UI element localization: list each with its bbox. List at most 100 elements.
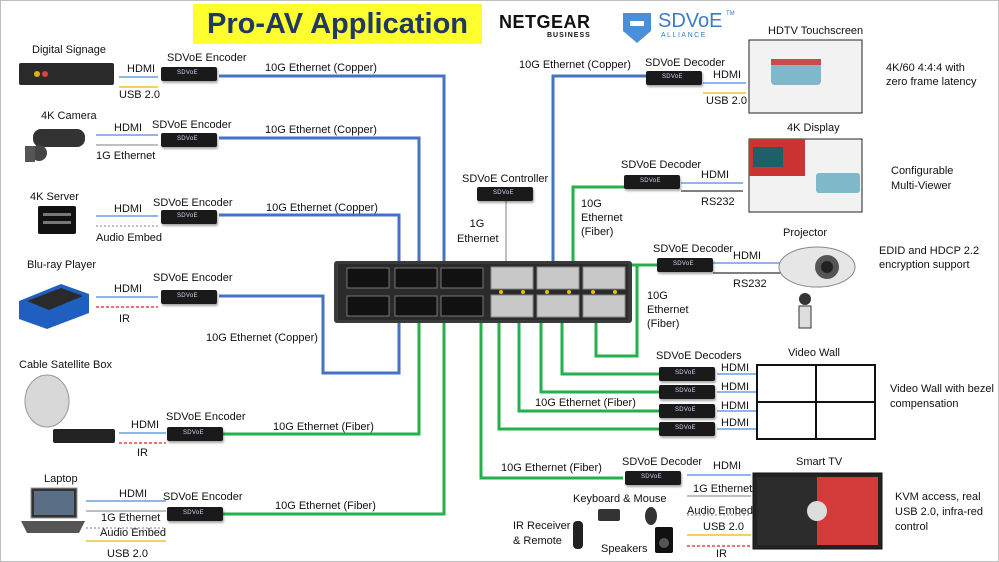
keyboard-mouse-label: Keyboard & Mouse — [573, 493, 667, 505]
uplink-label: 10G Ethernet (Copper) — [206, 332, 318, 344]
decoder-device — [657, 258, 713, 272]
link-usb: USB 2.0 — [107, 548, 148, 560]
uplink-videowall-2 — [539, 319, 659, 394]
output-name-4k-display: 4K Display — [787, 122, 840, 134]
encoder-device — [161, 210, 217, 224]
uplink-digital-signage — [219, 74, 446, 266]
uplink-label: 10G Ethernet (Fiber) — [581, 198, 623, 238]
link-audio: Audio Embed — [687, 505, 754, 517]
sdvoe-logo-tm: TM — [726, 11, 735, 17]
link-hdmi: HDMI — [131, 419, 160, 431]
peripheral-images — [573, 507, 673, 553]
uplink-label: 10G Ethernet (Copper) — [265, 62, 377, 74]
link-usb: USB 2.0 — [119, 89, 160, 101]
decoder-label: SDVoE Decoder — [653, 243, 734, 255]
decoder-device — [646, 71, 702, 85]
output-note: KVM access, real USB 2.0, infra-red cont… — [895, 491, 984, 533]
source-name-digital-signage: Digital Signage — [32, 44, 106, 56]
link-usb: USB 2.0 — [703, 521, 744, 533]
sdvoe-logo: SDVoE — [658, 10, 723, 32]
link-hdmi: HDMI — [721, 400, 750, 412]
link-hdmi: HDMI — [114, 122, 143, 134]
uplink-label: 10G Ethernet (Fiber) — [535, 397, 636, 409]
link-hdmi: HDMI — [733, 250, 762, 262]
uplink-videowall-3 — [517, 319, 659, 413]
uplink-projector — [594, 265, 639, 358]
output-name-smart-tv: Smart TV — [796, 456, 843, 468]
uplink-laptop — [223, 319, 446, 516]
source-name-4k-server: 4K Server — [30, 191, 79, 203]
uplink-cable-box — [223, 319, 421, 436]
decoder-label: SDVoE Decoder — [621, 159, 702, 171]
output-note: Video Wall with bezel compensation — [890, 383, 994, 410]
sdvoe-logo-sub: ALLIANCE — [661, 32, 707, 39]
encoder-device — [161, 133, 217, 147]
output-name-hdtv: HDTV Touchscreen — [768, 25, 864, 37]
link-usb: USB 2.0 — [706, 95, 747, 107]
ir-receiver-label: IR Receiver & Remote — [513, 520, 571, 547]
page-title: Pro-AV Application — [193, 4, 482, 44]
controller-link: 1G Ethernet — [457, 218, 499, 245]
encoder-label: SDVoE Encoder — [167, 52, 247, 64]
link-rs232: RS232 — [733, 278, 767, 290]
source-name-cable-box: Cable Satellite Box — [19, 359, 112, 371]
link-hdmi: HDMI — [713, 69, 742, 81]
decoder-device — [659, 404, 715, 418]
output-note: 4K/60 4:4:4 with zero frame latency — [886, 62, 977, 88]
link-hdmi: HDMI — [721, 417, 750, 429]
decoder-device — [624, 175, 680, 189]
decoder-device — [659, 422, 715, 436]
decoder-label: SDVoE Decoders — [656, 350, 742, 362]
uplink-label: 10G Ethernet (Fiber) — [501, 462, 602, 474]
link-1g: 1G Ethernet — [693, 483, 753, 495]
uplink-label: 10G Ethernet (Fiber) — [647, 290, 689, 330]
netgear-logo: NETGEAR — [499, 12, 591, 32]
link-hdmi: HDMI — [713, 460, 742, 472]
decoder-label: SDVoE Decoder — [645, 57, 726, 69]
decoder-device — [659, 367, 715, 381]
uplink-videowall-4 — [497, 319, 659, 431]
link-1g: 1G Ethernet — [96, 150, 156, 162]
speakers-label: Speakers — [601, 543, 648, 555]
encoder-label: SDVoE Encoder — [152, 119, 232, 131]
uplink-hdtv — [551, 74, 647, 266]
link-hdmi: HDMI — [114, 283, 143, 295]
output-device-images — [748, 39, 883, 550]
output-name-projector: Projector — [783, 227, 828, 239]
link-hdmi: HDMI — [127, 63, 156, 75]
link-rs232: RS232 — [701, 196, 735, 208]
netgear-logo-sub: BUSINESS — [547, 32, 591, 39]
uplink-label: 10G Ethernet (Fiber) — [275, 500, 376, 512]
uplink-label: 10G Ethernet (Copper) — [519, 59, 631, 71]
encoder-label: SDVoE Encoder — [163, 491, 243, 503]
source-name-laptop: Laptop — [44, 473, 78, 485]
link-hdmi: HDMI — [119, 488, 148, 500]
uplink-4k-server — [219, 213, 401, 266]
uplink-4k-display — [571, 185, 625, 266]
uplink-blu-ray — [219, 294, 401, 375]
link-hdmi: HDMI — [701, 169, 730, 181]
source-device-images — [19, 63, 115, 533]
uplink-videowall-1 — [560, 319, 659, 376]
link-hdmi: HDMI — [721, 362, 750, 374]
uplink-smart-tv — [479, 319, 623, 480]
uplink-label: 10G Ethernet (Fiber) — [273, 421, 374, 433]
link-hdmi: HDMI — [721, 381, 750, 393]
uplink-label: 10G Ethernet (Copper) — [266, 202, 378, 214]
decoder-device — [659, 385, 715, 399]
encoder-label: SDVoE Encoder — [166, 411, 246, 423]
encoder-label: SDVoE Encoder — [153, 197, 233, 209]
link-1g: 1G Ethernet — [101, 512, 161, 524]
link-audio: Audio Embed — [96, 232, 163, 244]
encoder-device — [161, 67, 217, 81]
decoder-label: SDVoE Decoder — [622, 456, 703, 468]
uplink-label: 10G Ethernet (Copper) — [265, 124, 377, 136]
encoder-device — [167, 507, 223, 521]
decoder-device — [625, 471, 681, 485]
controller-device — [477, 187, 533, 201]
output-note: Configurable Multi-Viewer — [891, 165, 954, 192]
source-name-4k-camera: 4K Camera — [41, 110, 97, 122]
encoder-device — [161, 290, 217, 304]
encoder-label: SDVoE Encoder — [153, 272, 233, 284]
